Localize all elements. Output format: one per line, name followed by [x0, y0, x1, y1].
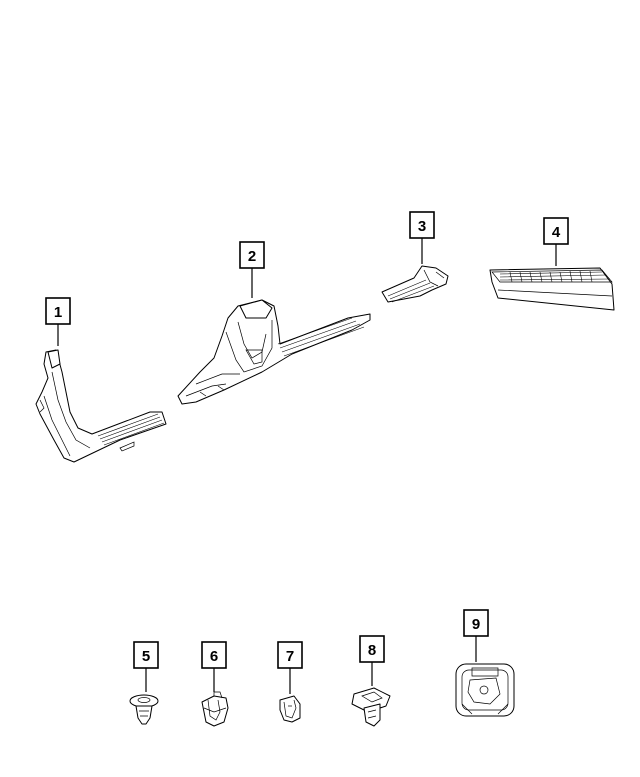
callout-4-label: 4: [552, 224, 561, 241]
part-5-push-pin-retainer[interactable]: [129, 694, 159, 725]
callout-5-label: 5: [142, 648, 150, 665]
callout-4[interactable]: 4: [543, 217, 569, 245]
callout-1-box: [45, 297, 71, 325]
callout-6-label: 6: [210, 648, 218, 665]
part-9-pad-retainer[interactable]: [455, 663, 515, 717]
part-2-b-pillar-sill-plate[interactable]: [177, 299, 371, 405]
callout-2[interactable]: 2: [239, 241, 265, 269]
part-3-rear-sill-plate[interactable]: [381, 265, 449, 303]
callout-3-box: [409, 211, 435, 239]
part-1-front-sill-plate[interactable]: [35, 349, 167, 463]
callout-5[interactable]: 5: [133, 641, 159, 669]
callout-7-label: 7: [286, 648, 294, 665]
callout-4-box: [543, 217, 569, 245]
callout-3[interactable]: 3: [409, 211, 435, 239]
callout-5-box: [133, 641, 159, 669]
callout-2-label: 2: [248, 248, 256, 265]
callout-3-label: 3: [418, 218, 426, 235]
part-6-clip-retainer[interactable]: [201, 691, 229, 727]
callout-7[interactable]: 7: [277, 641, 303, 669]
callout-9-box: [463, 609, 489, 637]
callout-8-box: [359, 635, 385, 663]
callout-1[interactable]: 1: [45, 297, 71, 325]
callout-1-label: 1: [54, 304, 62, 321]
callout-2-box: [239, 241, 265, 269]
callout-6-box: [201, 641, 227, 669]
callout-6[interactable]: 6: [201, 641, 227, 669]
callout-9[interactable]: 9: [463, 609, 489, 637]
callout-8-label: 8: [368, 642, 376, 659]
part-4-rear-scuff-plate[interactable]: [489, 267, 615, 311]
part-8-retainer-clip[interactable]: [351, 687, 391, 727]
callout-9-label: 9: [472, 616, 480, 633]
callout-7-box: [277, 641, 303, 669]
part-7-u-nut-clip[interactable]: [279, 695, 301, 723]
callout-8[interactable]: 8: [359, 635, 385, 663]
